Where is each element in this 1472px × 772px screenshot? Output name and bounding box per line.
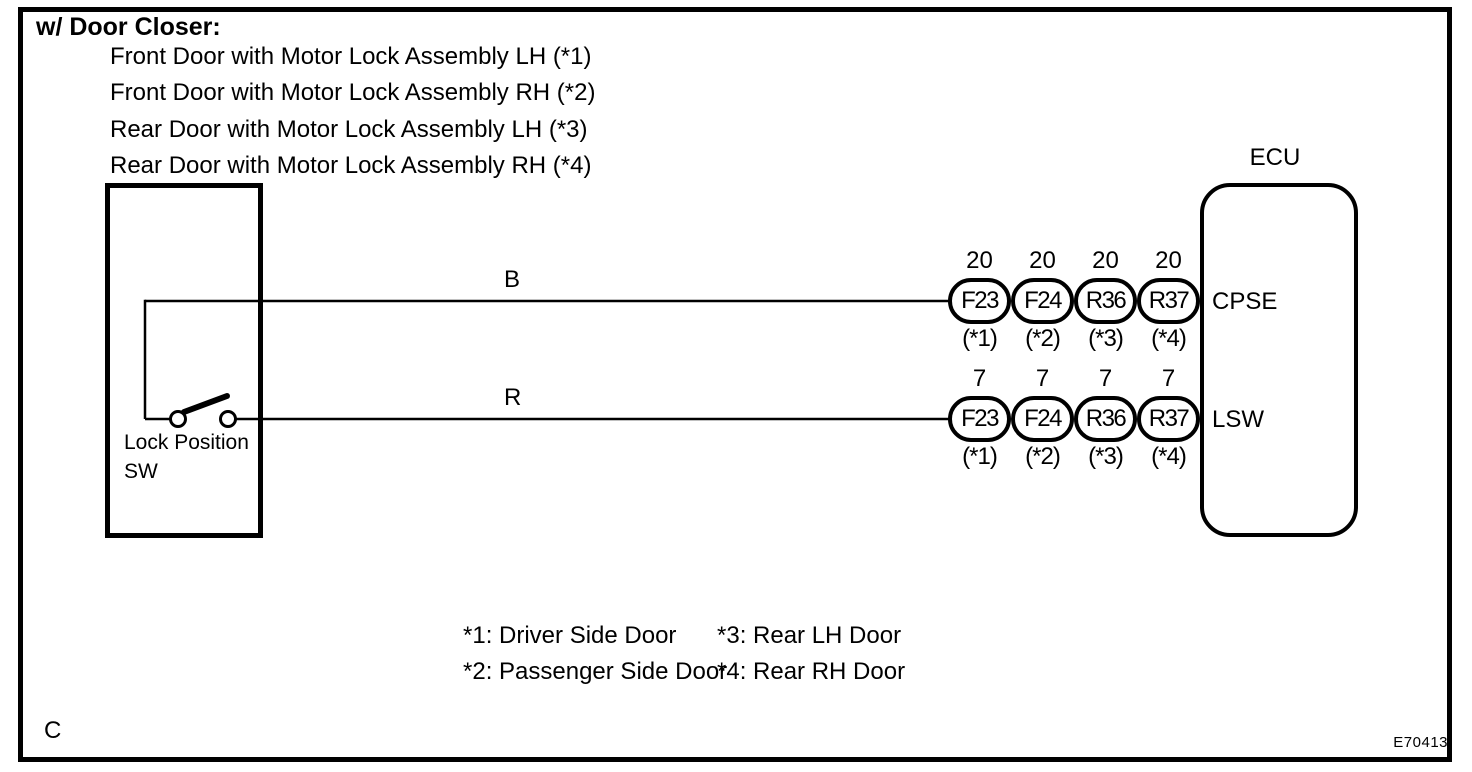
connector-group: 7 R36 (*3) [1074, 366, 1137, 470]
diagram-frame [18, 7, 1452, 762]
ecu-box [1200, 183, 1358, 537]
pin-number: 20 [1155, 247, 1182, 274]
connector-group: 20 F24 (*2) [1011, 248, 1074, 352]
door-ref: (*1) [962, 443, 998, 470]
lock-position-switch-box [105, 183, 263, 538]
door-ref: (*4) [1151, 325, 1187, 352]
pin-number: 7 [1035, 365, 1050, 392]
connector-oval: R37 [1137, 278, 1200, 324]
door-ref: (*4) [1151, 443, 1187, 470]
switch-contact-left [169, 410, 187, 428]
wire-r-color-label: R [504, 384, 522, 411]
switch-label-line2: SW [124, 460, 158, 483]
terminal-lsw-label: LSW [1212, 406, 1265, 433]
diagram-title: w/ Door Closer: [36, 13, 221, 41]
connector-oval: R36 [1074, 396, 1137, 442]
page-index-label: C [44, 717, 62, 744]
pin-number: 20 [966, 247, 993, 274]
connector-group: 20 R37 (*4) [1137, 248, 1200, 352]
pin-number: 7 [1161, 365, 1176, 392]
connector-group: 20 R36 (*3) [1074, 248, 1137, 352]
connector-oval: F23 [948, 278, 1011, 324]
assembly-line-3: Rear Door with Motor Lock Assembly LH (*… [110, 116, 588, 143]
door-ref: (*2) [1025, 325, 1061, 352]
switch-lever [181, 393, 230, 415]
connector-oval: F24 [1011, 278, 1074, 324]
switch-contact-right [219, 410, 237, 428]
door-ref: (*3) [1088, 325, 1124, 352]
switch-label-line1: Lock Position [124, 431, 249, 454]
connector-row-lsw: 7 F23 (*1) 7 F24 (*2) 7 R36 (*3) 7 R37 (… [948, 366, 1200, 470]
connector-row-cpse: 20 F23 (*1) 20 F24 (*2) 20 R36 (*3) 20 R… [948, 248, 1200, 352]
pin-number: 20 [1092, 247, 1119, 274]
door-ref: (*1) [962, 325, 998, 352]
pin-number: 7 [972, 365, 987, 392]
assembly-line-4: Rear Door with Motor Lock Assembly RH (*… [110, 152, 592, 179]
legend-item-3: *3: Rear LH Door [717, 622, 902, 649]
ecu-label: ECU [1249, 144, 1301, 171]
connector-group: 7 F23 (*1) [948, 366, 1011, 470]
figure-code: E70413 [1393, 734, 1448, 751]
terminal-cpse-label: CPSE [1212, 288, 1278, 315]
door-ref: (*3) [1088, 443, 1124, 470]
legend-item-1: *1: Driver Side Door [463, 622, 677, 649]
connector-group: 7 F24 (*2) [1011, 366, 1074, 470]
legend-item-4: *4: Rear RH Door [717, 658, 906, 685]
connector-oval: R37 [1137, 396, 1200, 442]
connector-group: 7 R37 (*4) [1137, 366, 1200, 470]
connector-oval: R36 [1074, 278, 1137, 324]
pin-number: 20 [1029, 247, 1056, 274]
wire-b-color-label: B [504, 266, 521, 293]
connector-oval: F24 [1011, 396, 1074, 442]
door-ref: (*2) [1025, 443, 1061, 470]
assembly-line-2: Front Door with Motor Lock Assembly RH (… [110, 79, 596, 106]
assembly-line-1: Front Door with Motor Lock Assembly LH (… [110, 43, 592, 70]
pin-number: 7 [1098, 365, 1113, 392]
legend-item-2: *2: Passenger Side Door [463, 658, 728, 685]
connector-group: 20 F23 (*1) [948, 248, 1011, 352]
connector-oval: F23 [948, 396, 1011, 442]
